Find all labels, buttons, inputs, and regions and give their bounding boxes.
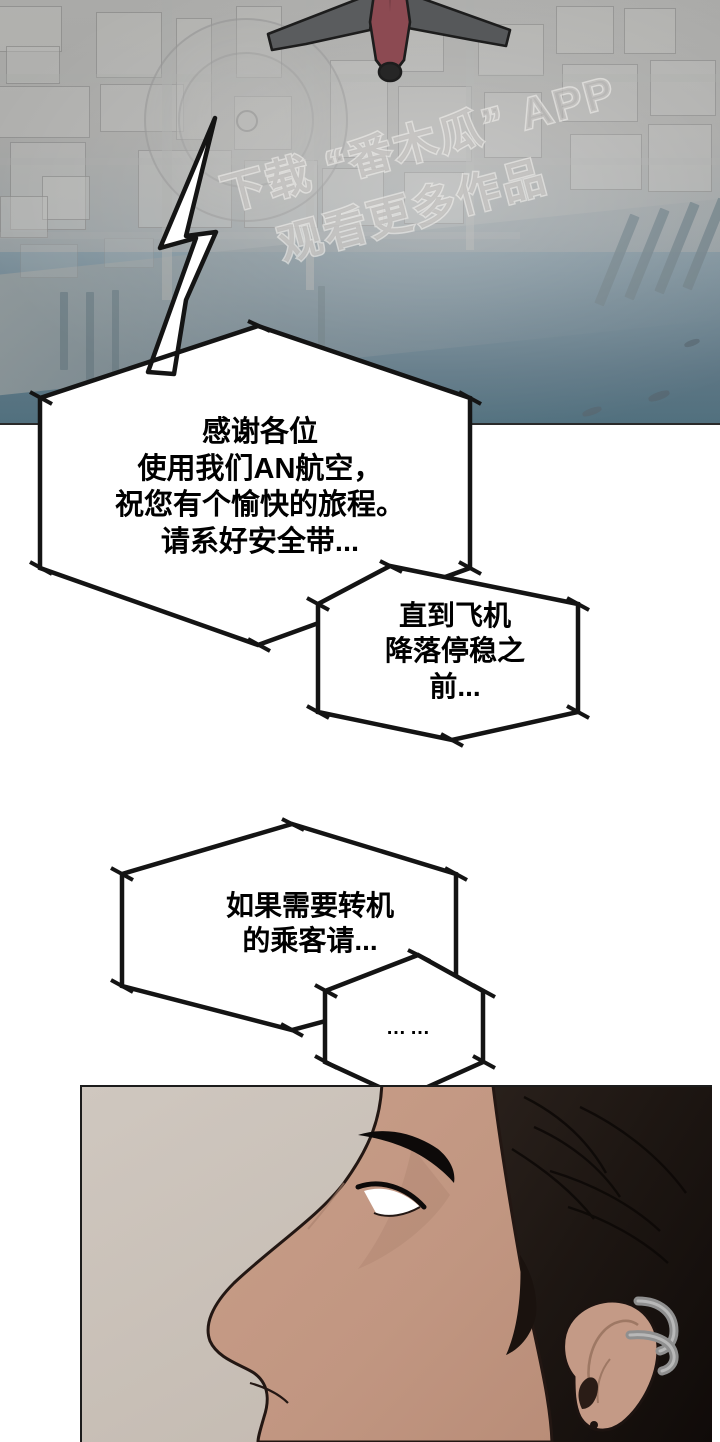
bubble-1-text: 感谢各位 使用我们AN航空， 祝您有个愉快的旅程。 请系好安全带... [114,416,405,558]
eye-white [364,1188,420,1216]
eyebrow [358,1131,455,1183]
face-closeup-panel [80,1085,712,1442]
aerial-background-panel [0,0,720,425]
chin-crease [249,1381,289,1404]
ear-cuffs [625,1296,679,1376]
upper-eyelid [355,1181,427,1210]
earlobe-piercing [590,1421,598,1429]
airplane-icon [266,0,512,83]
nose-shading [307,1182,345,1230]
bubble-2-text: 直到飞机 降落停稳之 前... [384,600,525,702]
sideburn [506,1255,537,1355]
bubble-3-text: 如果需要转机 的乘客请... [225,890,394,957]
bubble-4-text: …… [386,1017,434,1039]
man-profile-illustration [82,1087,712,1442]
lower-eyelid [373,1206,421,1217]
pad-marker [236,110,258,132]
hair-strands [511,1095,687,1264]
